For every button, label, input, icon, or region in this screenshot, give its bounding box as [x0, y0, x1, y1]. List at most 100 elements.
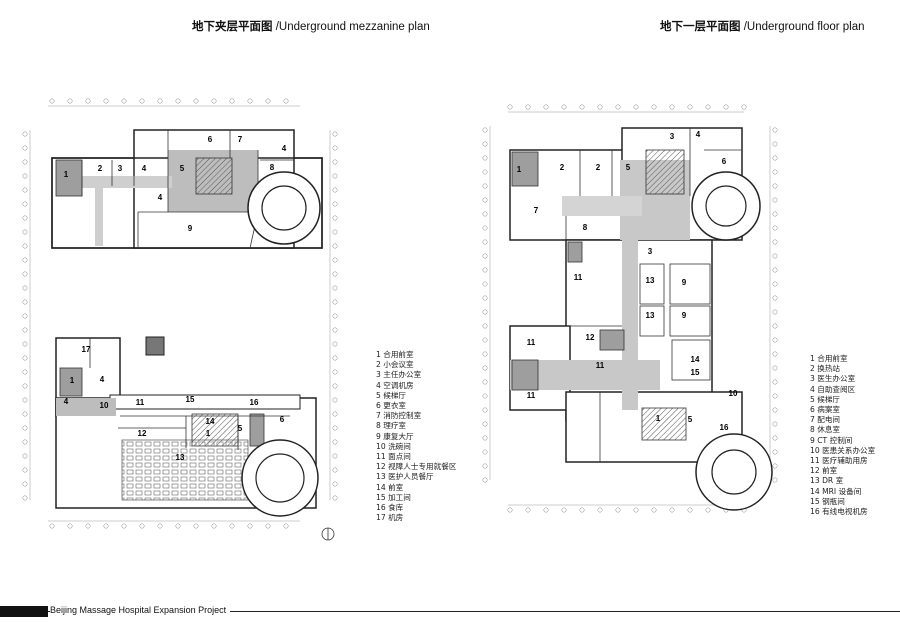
legend-left-item: 5 候梯厅	[376, 390, 407, 400]
grid-marker	[332, 397, 338, 403]
grid-marker	[772, 337, 778, 343]
right-room-number: 6	[722, 157, 727, 166]
left-room-number: 12	[138, 429, 147, 438]
grid-marker	[22, 313, 28, 319]
left-room-number: 4	[142, 164, 147, 173]
grid-marker	[247, 98, 253, 104]
grid-marker	[772, 281, 778, 287]
grid-marker	[772, 379, 778, 385]
grid-marker	[22, 285, 28, 291]
left-lower-block	[55, 337, 335, 541]
legend-left-item: 6 更衣室	[376, 401, 407, 411]
grid-marker	[687, 104, 693, 110]
grid-marker	[772, 197, 778, 203]
grid-marker	[543, 104, 549, 110]
left-room-number: 4	[64, 397, 69, 406]
right-room-number: 13	[646, 311, 655, 320]
left-room-number: 16	[250, 398, 259, 407]
grid-marker	[332, 243, 338, 249]
grid-marker	[772, 127, 778, 133]
grid-marker	[772, 351, 778, 357]
right-room-number: 15	[691, 368, 700, 377]
legend-left-item: 15 加工间	[376, 492, 411, 502]
grid-marker	[482, 463, 488, 469]
grid-marker	[482, 309, 488, 315]
grid-marker	[615, 104, 621, 110]
right-room-number: 9	[682, 278, 687, 287]
grid-marker	[482, 323, 488, 329]
grid-marker	[772, 365, 778, 371]
right-plan-title: 地下一层平面图 /Underground floor plan	[660, 18, 865, 34]
left-room-number: 14	[206, 417, 215, 426]
grid-marker	[525, 104, 531, 110]
right-room-number: 10	[729, 389, 738, 398]
legend-right-item: 2 换热站	[810, 364, 841, 374]
grid-marker	[482, 295, 488, 301]
grid-marker	[85, 523, 91, 529]
grid-marker	[482, 365, 488, 371]
grid-marker	[579, 104, 585, 110]
grid-marker	[22, 257, 28, 263]
grid-marker	[22, 271, 28, 277]
grid-marker	[103, 523, 109, 529]
grid-marker	[482, 407, 488, 413]
right-room-number: 12	[586, 333, 595, 342]
grid-marker	[482, 211, 488, 217]
left-room-number: 10	[100, 401, 109, 410]
grid-marker	[67, 523, 73, 529]
grid-marker	[561, 507, 567, 513]
legend-right-item: 5 候梯厅	[810, 394, 841, 404]
legend-left-item: 17 机房	[376, 513, 404, 523]
legend-right-item: 15 钢瓶间	[810, 496, 845, 506]
grid-marker	[772, 211, 778, 217]
grid-marker	[193, 523, 199, 529]
grid-marker	[332, 369, 338, 375]
right-room-number: 11	[574, 273, 583, 282]
grid-marker	[265, 98, 271, 104]
grid-marker	[22, 159, 28, 165]
grid-marker	[669, 507, 675, 513]
grid-marker	[482, 239, 488, 245]
grid-marker	[22, 355, 28, 361]
grid-marker	[332, 201, 338, 207]
grid-marker	[772, 253, 778, 259]
grid-marker	[507, 507, 513, 513]
grid-marker	[49, 523, 55, 529]
grid-marker	[121, 98, 127, 104]
grid-marker	[772, 239, 778, 245]
left-room-number: 6	[208, 135, 213, 144]
legend-right-item: 6 病案室	[810, 405, 841, 415]
grid-marker	[332, 271, 338, 277]
grid-marker	[22, 425, 28, 431]
right-dimension-lines	[489, 111, 771, 506]
grid-marker	[772, 155, 778, 161]
grid-marker	[705, 507, 711, 513]
grid-marker	[332, 173, 338, 179]
grid-marker	[332, 453, 338, 459]
grid-marker	[22, 327, 28, 333]
right-room-number: 11	[527, 391, 536, 400]
footer-block	[0, 606, 48, 617]
legend-right-item: 3 医生办公室	[810, 374, 856, 384]
grid-marker	[332, 313, 338, 319]
grid-marker	[579, 507, 585, 513]
left-room-number: 11	[136, 398, 145, 407]
grid-marker	[22, 341, 28, 347]
grid-marker	[22, 439, 28, 445]
legend-left-item: 11 面点间	[376, 452, 411, 462]
grid-marker	[482, 197, 488, 203]
grid-marker	[772, 225, 778, 231]
left-room-number: 8	[270, 163, 275, 172]
left-plan-title: 地下夹层平面图 /Underground mezzanine plan	[192, 18, 430, 34]
left-room-number: 9	[188, 224, 193, 233]
right-room-number: 1	[656, 414, 661, 423]
grid-marker	[229, 98, 235, 104]
grid-marker	[482, 127, 488, 133]
grid-marker	[22, 481, 28, 487]
grid-marker	[332, 145, 338, 151]
left-room-number: 6	[280, 415, 285, 424]
left-room-number: 4	[158, 193, 163, 202]
grid-marker	[705, 104, 711, 110]
